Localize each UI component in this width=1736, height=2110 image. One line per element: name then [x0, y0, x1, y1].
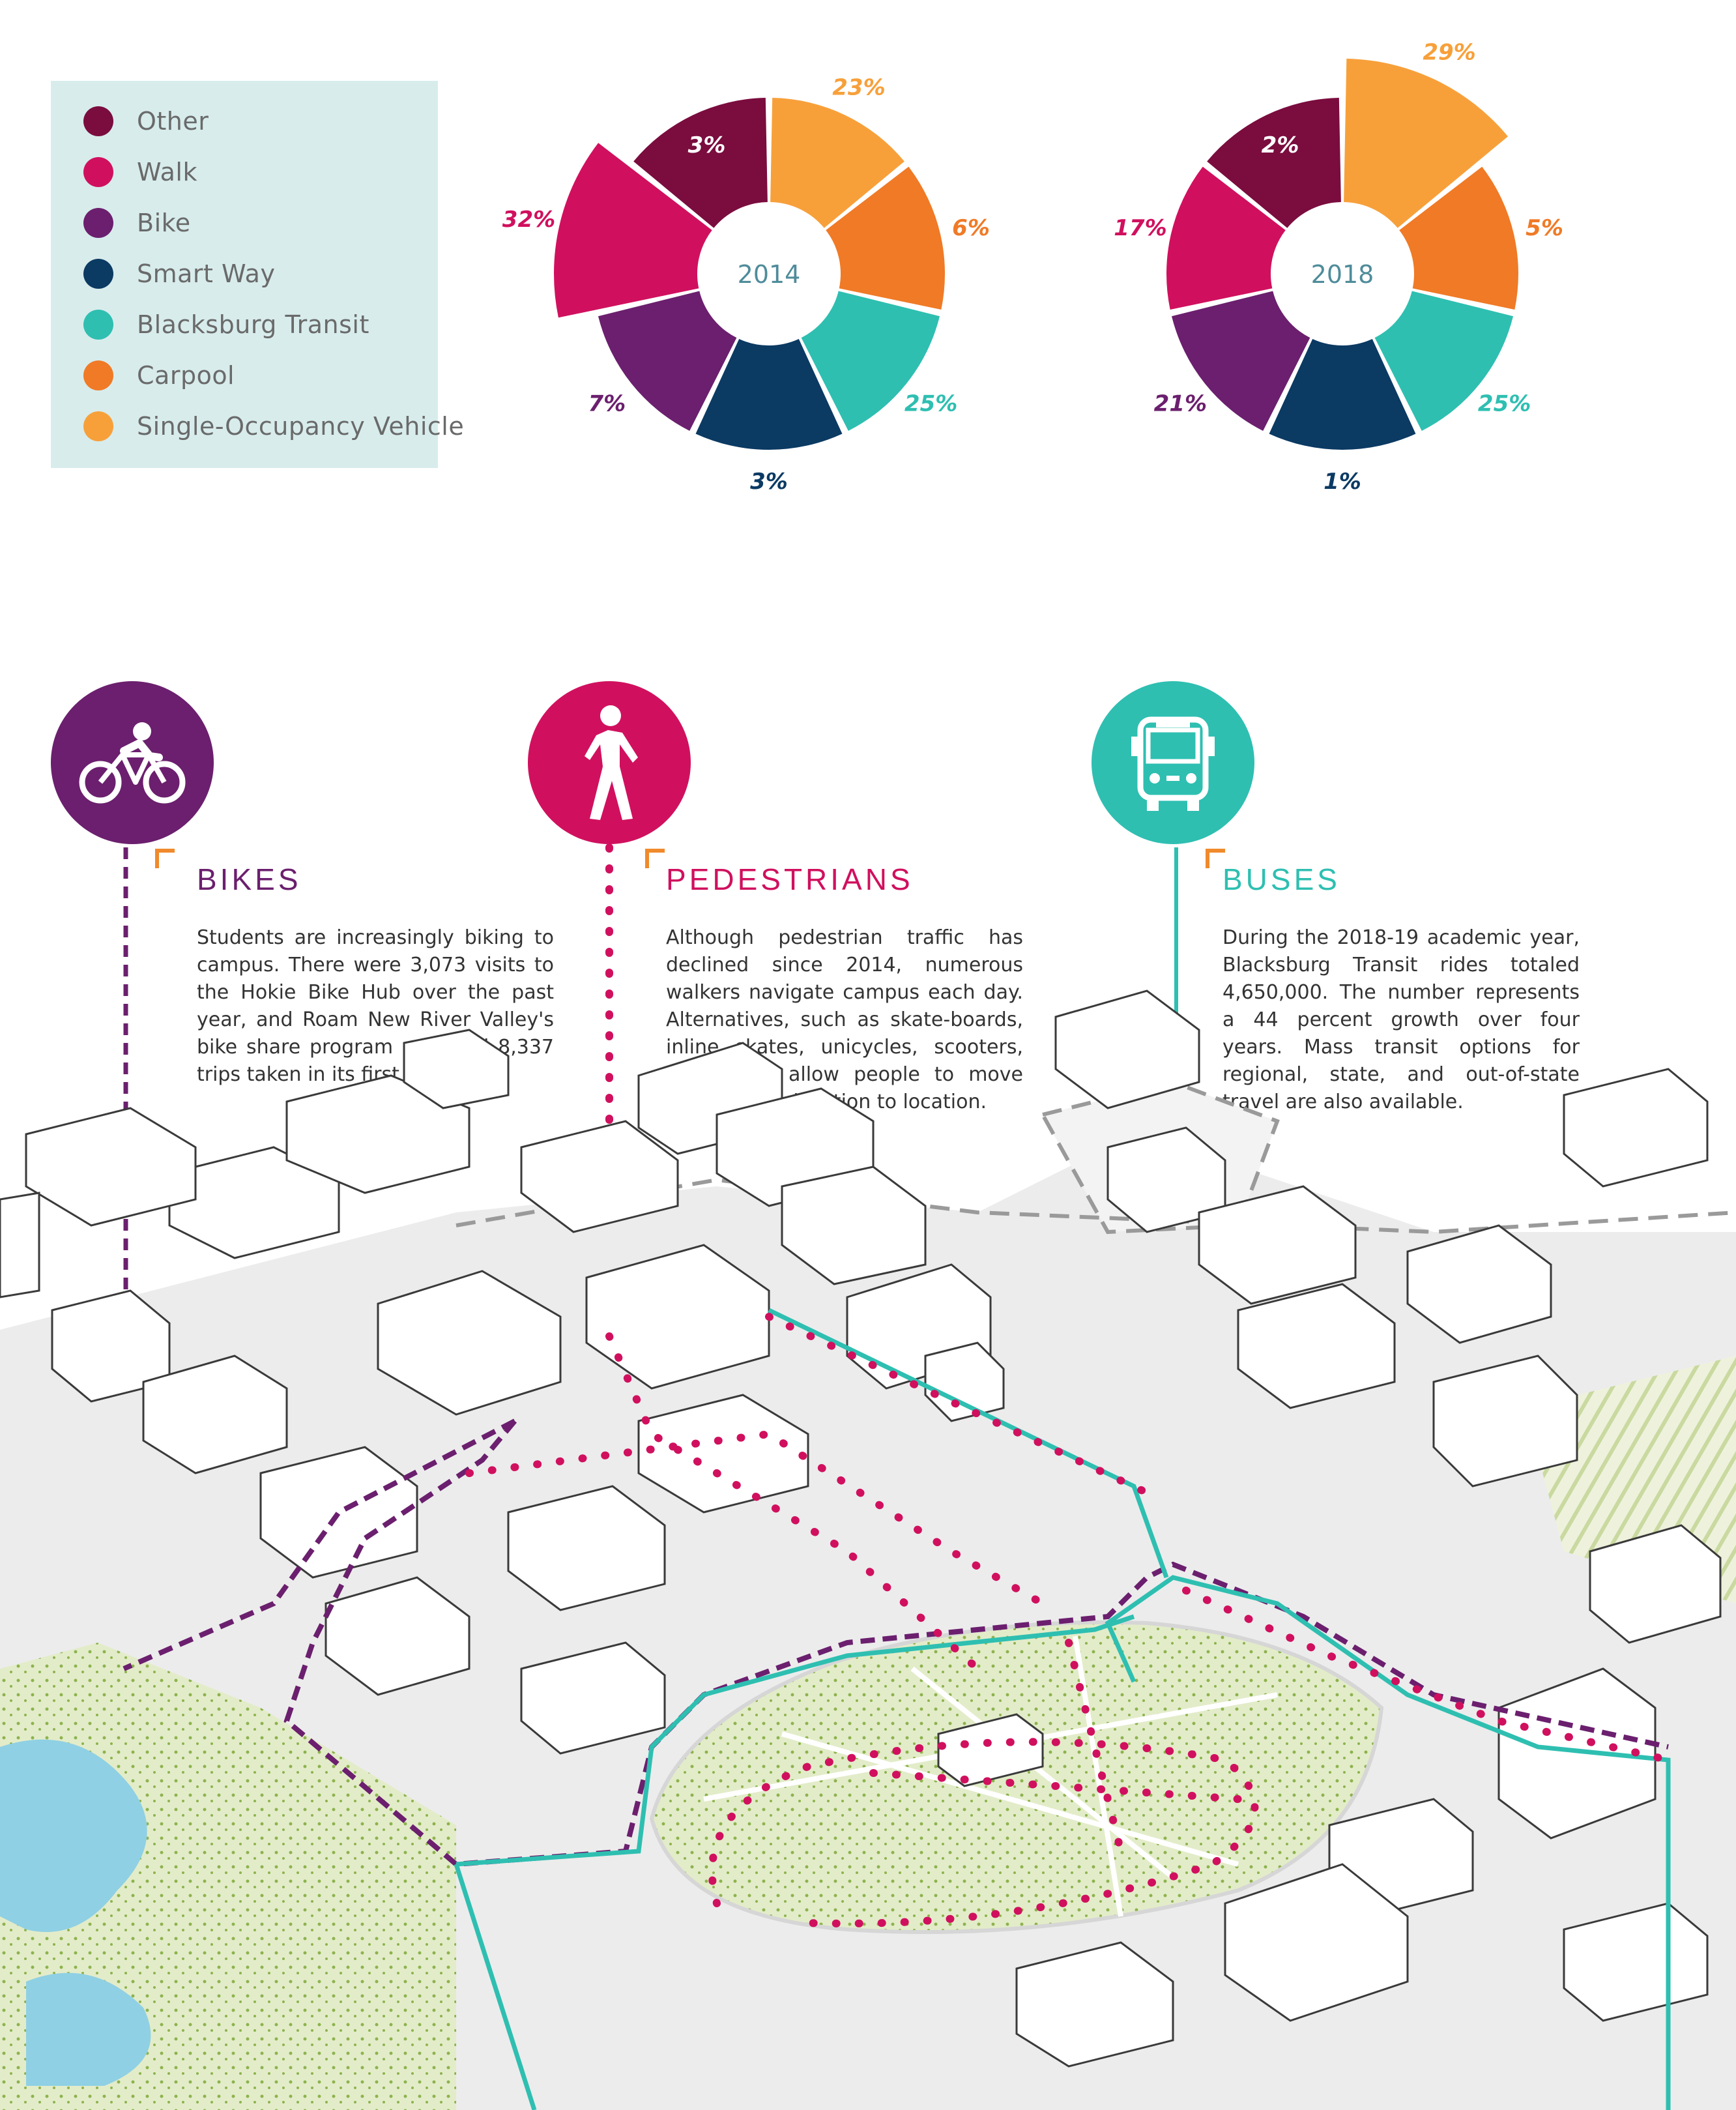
bikes-circle [51, 681, 214, 844]
legend-item: Smart Way [83, 254, 275, 293]
legend-label: Other [137, 107, 209, 136]
slice-label: 32% [502, 207, 555, 233]
pedestrian-icon [585, 705, 638, 820]
legend-item: Walk [83, 153, 197, 192]
legend-item: Carpool [83, 356, 235, 395]
slice-label: 21% [1154, 390, 1207, 417]
bikes-body: Students are increasingly biking to camp… [197, 926, 554, 1086]
slice-label: 3% [688, 132, 726, 158]
donut-center-label: 2018 [1311, 260, 1374, 289]
pedestrian-routes [465, 1313, 1672, 1927]
slice-label: 23% [832, 74, 885, 100]
legend-item: Single-Occupancy Vehicle [83, 407, 464, 446]
slice-label: 6% [952, 215, 990, 241]
campus-boundary [456, 1177, 1736, 1235]
pie-slice [554, 143, 712, 318]
pie-slice [1344, 59, 1509, 228]
slice-label: 17% [1114, 215, 1166, 241]
legend-label: Single-Occupancy Vehicle [137, 412, 465, 441]
pie-slice [1269, 339, 1416, 450]
legend-swatch [83, 157, 113, 187]
pie-slice [695, 339, 843, 450]
pie-slice [1171, 291, 1310, 431]
legend-swatch [83, 106, 113, 136]
bus-route [454, 1308, 1671, 2110]
pie-slice [1399, 166, 1518, 310]
legend-label: Carpool [137, 361, 235, 390]
legend-swatch [83, 360, 113, 390]
buses-title: BUSES [1222, 862, 1340, 896]
buses-body: During the 2018-19 academic year, Blacks… [1222, 926, 1580, 1113]
donut-chart-2014: 23% 6% 25% 3% 7% 32% 3% 2014 [502, 74, 990, 495]
legend-swatch [83, 259, 113, 289]
pie-slice [1374, 291, 1514, 431]
pie-slice [1166, 166, 1286, 310]
bikes-title: BIKES [197, 862, 302, 896]
pie-slice [826, 166, 945, 310]
donut-hole [699, 203, 839, 344]
donut-center-label: 2014 [738, 260, 801, 289]
legend-swatch [83, 411, 113, 441]
corner-mark [645, 849, 665, 868]
corner-mark [155, 849, 175, 868]
pie-slice [598, 291, 737, 431]
slice-label: 1% [1324, 469, 1361, 495]
slice-label: 5% [1526, 215, 1563, 241]
legend-item: Bike [83, 203, 191, 242]
campus-map [0, 989, 1736, 2110]
pedestrians-title: PEDESTRIANS [666, 862, 914, 896]
corner-mark [1206, 849, 1225, 868]
buildings [0, 989, 1722, 2068]
bicycle-icon [79, 722, 186, 804]
legend-swatch [83, 208, 113, 238]
pond [26, 1972, 151, 2086]
slice-label: 3% [750, 469, 788, 495]
legend-swatch [83, 310, 113, 340]
slice-label: 2% [1262, 132, 1299, 158]
pie-slice [633, 98, 768, 228]
pie-slice [801, 291, 940, 431]
legend-label: Smart Way [137, 259, 276, 288]
legend-label: Walk [137, 158, 197, 186]
donut-chart-2018: 29% 5% 25% 1% 21% 17% 2% 2018 [1114, 39, 1563, 495]
legend-label: Blacksburg Transit [137, 310, 369, 339]
slice-label: 25% [904, 390, 957, 417]
legend-item: Blacksburg Transit [83, 305, 369, 344]
legend-item: Other [83, 102, 209, 141]
bus-icon [1131, 716, 1215, 811]
slice-label: 7% [588, 390, 626, 417]
pie-slice [1207, 98, 1341, 228]
slice-label: 29% [1423, 39, 1475, 65]
donut-hole [1272, 203, 1413, 344]
legend: Other Walk Bike Smart Way Blacksburg Tra… [51, 81, 464, 468]
legend-label: Bike [137, 209, 191, 237]
pie-slice [770, 98, 904, 228]
pedestrians-circle [528, 681, 691, 844]
lake [0, 1739, 147, 1932]
bike-route [123, 1418, 1669, 1868]
buses-circle [1092, 681, 1254, 844]
slice-label: 25% [1478, 390, 1531, 417]
